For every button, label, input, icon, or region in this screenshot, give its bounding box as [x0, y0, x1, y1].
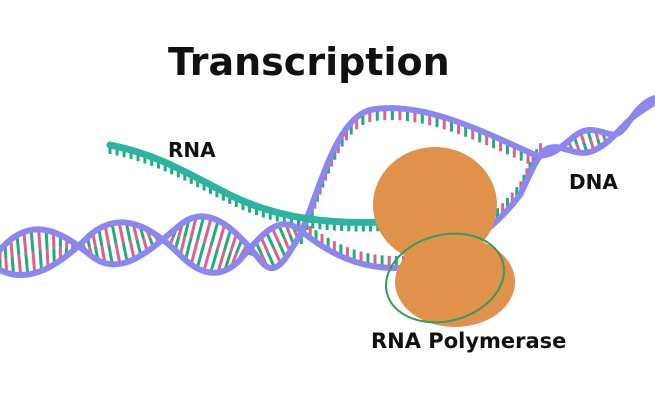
base-pair	[37, 229, 42, 251]
base-pair	[184, 238, 193, 261]
base-pair	[31, 251, 37, 274]
rna-polymerase-outline	[384, 232, 506, 324]
base-pair	[189, 240, 199, 265]
dna-strand-left-top	[0, 95, 655, 271]
diagram-title: Transcription	[168, 40, 450, 84]
base-pair	[121, 241, 129, 263]
base-pair	[22, 231, 28, 254]
base-pair	[222, 228, 233, 252]
dna-label: DNA	[569, 170, 618, 194]
base-pair	[29, 229, 35, 252]
rna-polymerase-label: RNA Polymerase	[371, 329, 567, 353]
base-pair	[128, 240, 136, 260]
base-pair	[117, 222, 125, 243]
base-pair	[114, 243, 122, 265]
base-pair	[189, 216, 198, 239]
base-pair	[202, 245, 213, 272]
rna-label: RNA	[168, 138, 216, 162]
base-pair	[209, 220, 220, 247]
base-pair	[202, 217, 213, 244]
dna-strand-left-bottom	[0, 99, 655, 278]
base-pair	[17, 255, 23, 276]
base-pair	[216, 223, 227, 249]
base-pair	[38, 250, 44, 271]
base-pair	[209, 248, 220, 274]
base-pair	[44, 230, 49, 250]
base-pair	[103, 225, 111, 246]
base-pair	[195, 242, 206, 269]
base-pair	[110, 223, 118, 244]
base-pair	[216, 250, 226, 273]
base-pair	[107, 244, 114, 265]
base-pair	[195, 216, 206, 241]
rna-strand	[106, 141, 389, 226]
base-pair	[24, 253, 30, 275]
